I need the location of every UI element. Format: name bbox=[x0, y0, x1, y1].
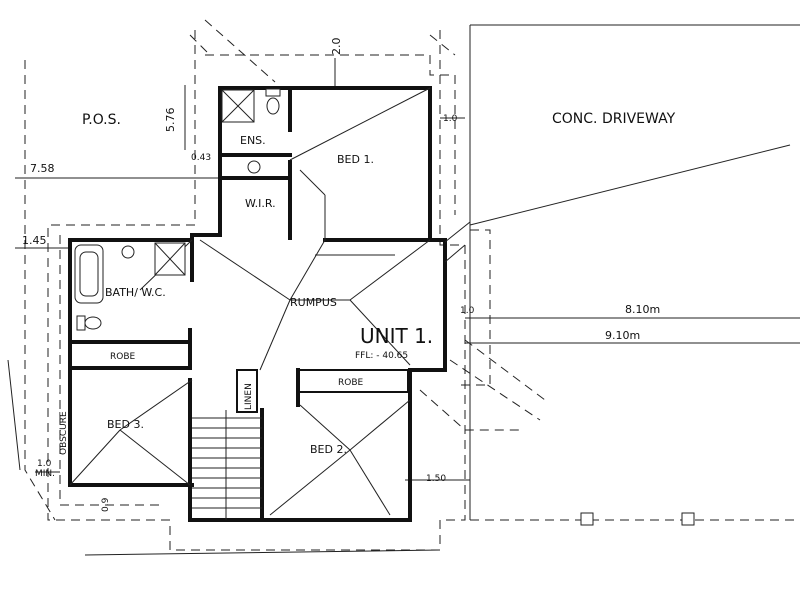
label-ens: ENS. bbox=[240, 134, 266, 147]
toilet bbox=[84, 316, 102, 330]
label-bath: BATH/ W.C. bbox=[105, 286, 166, 299]
dim-0-43: 0.43 bbox=[191, 153, 211, 163]
label-rumpus: RUMPUS bbox=[290, 296, 337, 309]
dim-1-50: 1.50 bbox=[426, 474, 446, 484]
label-obscure: OBSCURE bbox=[59, 411, 69, 455]
ensuite-basin bbox=[247, 160, 261, 174]
post-marker bbox=[580, 512, 594, 526]
label-pos: P.O.S. bbox=[82, 112, 121, 128]
label-linen: LINEN bbox=[244, 383, 254, 410]
dim-1-45: 1.45 bbox=[22, 234, 47, 247]
dim-1-0-mid: 1.0 bbox=[460, 306, 475, 316]
label-robe-left: ROBE bbox=[110, 352, 136, 362]
label-ffl: FFL: - 40.65 bbox=[355, 351, 408, 361]
dim-5-76: 5.76 bbox=[164, 108, 177, 133]
walls bbox=[68, 86, 447, 522]
basin bbox=[121, 245, 135, 259]
dimension-lines bbox=[15, 58, 800, 481]
label-robe-right: ROBE bbox=[338, 378, 364, 388]
label-bed2: BED 2. bbox=[310, 443, 347, 456]
post-marker bbox=[681, 512, 695, 526]
label-unit: UNIT 1. bbox=[360, 324, 433, 348]
roof-outline bbox=[24, 19, 546, 551]
label-driveway: CONC. DRIVEWAY bbox=[552, 111, 676, 127]
room-labels: P.O.S. CONC. DRIVEWAY ENS. BED 1. W.I.R.… bbox=[59, 111, 676, 456]
staircase bbox=[192, 410, 262, 520]
dim-9-10: 9.10m bbox=[605, 329, 640, 342]
dim-min: MIN. bbox=[35, 469, 55, 479]
dim-0-9: 0.9 bbox=[101, 497, 111, 512]
dim-8-10: 8.10m bbox=[625, 303, 660, 316]
dim-2-0: 2.0 bbox=[330, 38, 343, 56]
site-lines bbox=[7, 24, 800, 556]
dim-1-0-top: 1.0 bbox=[443, 114, 458, 124]
dimension-labels: 2.0 5.76 7.58 1.45 0.43 1.0 1.0 8.10m 9.… bbox=[22, 38, 660, 513]
dim-1-0-min: 1.0 bbox=[37, 459, 52, 469]
label-bed3: BED 3. bbox=[107, 418, 144, 431]
label-bed1: BED 1. bbox=[337, 153, 374, 166]
ensuite-toilet bbox=[266, 97, 280, 115]
roof-hip-lines bbox=[69, 87, 431, 516]
dim-7-58: 7.58 bbox=[30, 162, 55, 175]
label-wir: W.I.R. bbox=[245, 197, 276, 210]
fixtures bbox=[74, 88, 471, 331]
